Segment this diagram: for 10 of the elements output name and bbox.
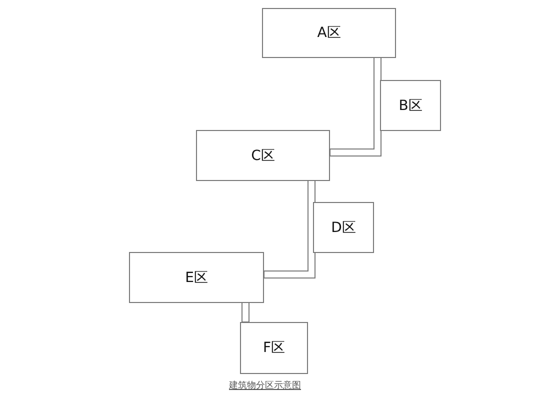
zone-box: D区 (313, 202, 374, 253)
zone-box: B区 (380, 80, 441, 131)
zone-box: C区 (196, 130, 330, 181)
corridor-connector (330, 58, 382, 156)
zone-box: E区 (129, 252, 264, 303)
caption: 建筑物分区示意图 (229, 381, 301, 391)
corridor-connector (242, 302, 250, 322)
zone-box: F区 (240, 322, 308, 374)
corridor-connector (264, 180, 316, 278)
zone-box: A区 (262, 8, 396, 58)
